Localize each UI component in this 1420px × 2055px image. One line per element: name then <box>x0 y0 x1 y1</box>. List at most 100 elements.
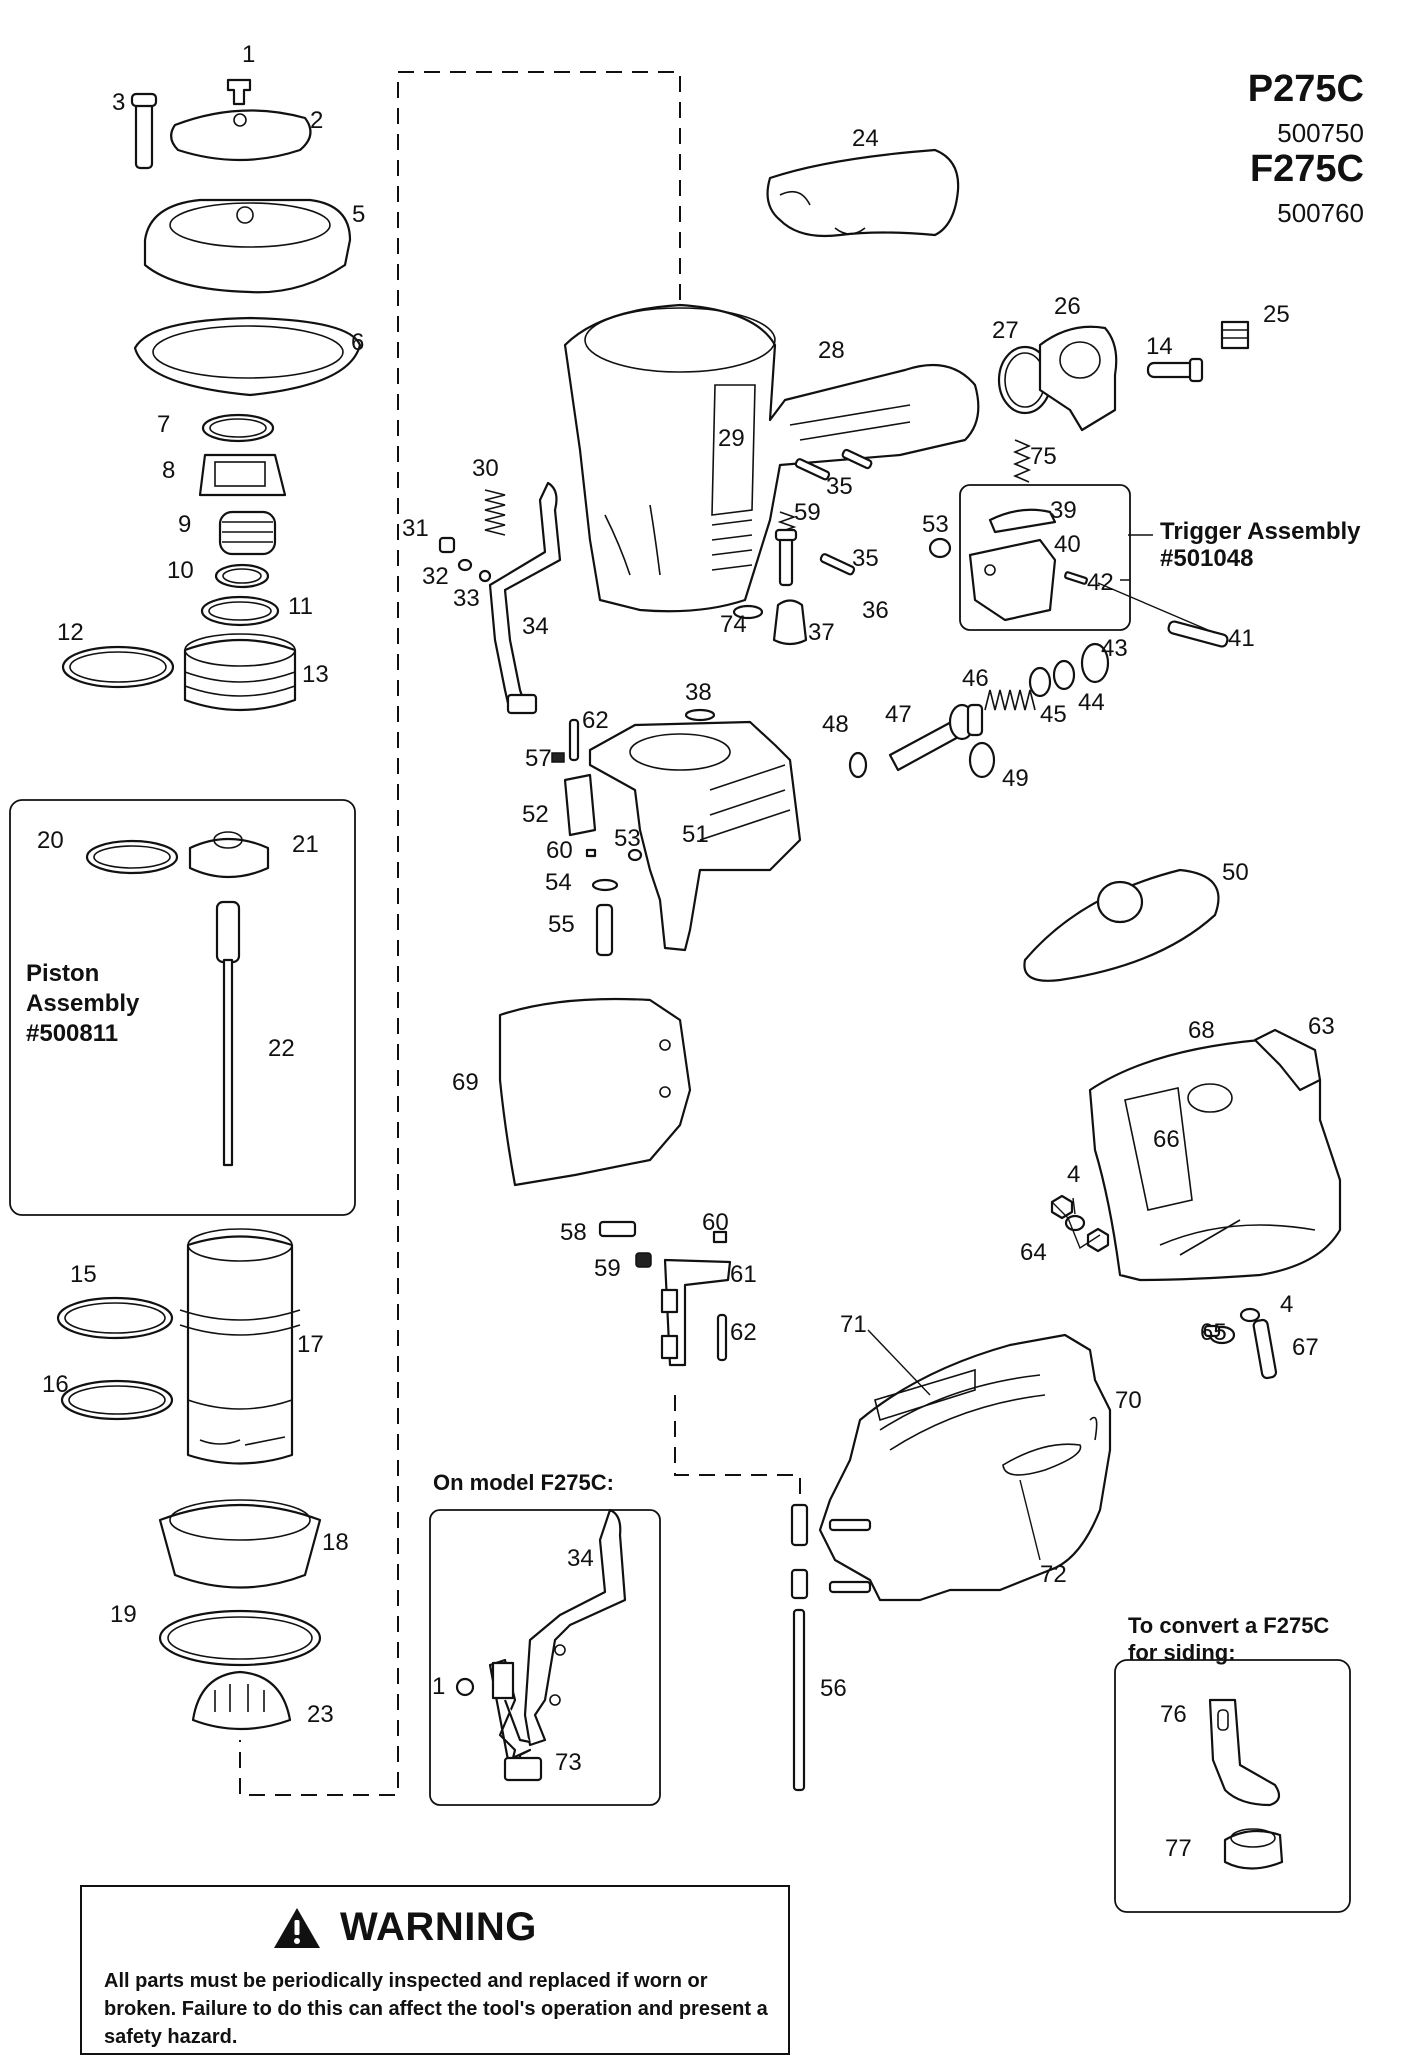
part-77-cap <box>1223 1828 1284 1870</box>
part-label: 35 <box>852 545 879 572</box>
part-2-cap <box>170 109 312 162</box>
part-56-rod <box>790 1503 872 1792</box>
part-63-66-68-canister <box>1088 1028 1342 1282</box>
part-60-nut <box>585 848 597 858</box>
part-label: 54 <box>545 869 572 896</box>
part-label: 35 <box>826 473 853 500</box>
part-label: 1 <box>242 41 256 68</box>
part-73-contact-tip <box>488 1658 543 1782</box>
part-28-29-housing <box>563 303 980 613</box>
part-42-pin <box>1064 571 1088 585</box>
warning-header: WARNING <box>272 1905 537 1950</box>
part-75-spring <box>1012 439 1032 483</box>
part-label: 69 <box>452 1069 479 1096</box>
part-62-pin-lower <box>716 1313 728 1362</box>
part-74-oring <box>732 604 764 620</box>
part-label: 31 <box>402 515 429 542</box>
part-41-pin <box>1167 620 1229 648</box>
part-label: 62 <box>582 707 609 734</box>
model-p-number: 500750 <box>1277 118 1364 148</box>
part-48-oring <box>848 751 868 779</box>
part-label: 29 <box>718 425 745 452</box>
part-label: 49 <box>1002 765 1029 792</box>
part-label: 33 <box>453 585 480 612</box>
warning-triangle-icon <box>274 1907 320 1948</box>
part-24-grip <box>766 148 960 238</box>
part-52-latch <box>563 773 597 837</box>
part-label: 72 <box>1040 1561 1067 1588</box>
trigger-assembly-number: #501048 <box>1160 545 1254 572</box>
part-8-valve <box>198 453 287 497</box>
part-36-pin <box>774 528 798 587</box>
part-76-arm <box>1208 1698 1281 1807</box>
part-label: 18 <box>322 1529 349 1556</box>
part-label: 47 <box>885 701 912 728</box>
part-label: 55 <box>548 911 575 938</box>
part-label: 34 <box>567 1545 594 1572</box>
part-label: 53 <box>614 825 641 852</box>
part-10-ring <box>214 563 270 589</box>
part-label: 26 <box>1054 293 1081 320</box>
part-62-pin <box>568 718 580 762</box>
part-label: 48 <box>822 711 849 738</box>
part-label: 64 <box>1020 1239 1047 1266</box>
part-label: 36 <box>862 597 889 624</box>
part-label: 63 <box>1308 1013 1335 1040</box>
part-70-71-72-cover <box>818 1333 1112 1602</box>
siding-conversion-box <box>1114 1659 1351 1913</box>
f275c-box <box>429 1509 661 1806</box>
part-label: 14 <box>1146 333 1173 360</box>
part-label: 73 <box>555 1749 582 1776</box>
part-label: 17 <box>297 1331 324 1358</box>
part-60-nut-lower <box>712 1230 728 1244</box>
part-69-shield <box>498 997 692 1187</box>
part-label: 70 <box>1115 1387 1142 1414</box>
part-label: 51 <box>682 821 709 848</box>
part-label: 24 <box>852 125 879 152</box>
part-label: 77 <box>1165 1835 1192 1862</box>
siding-box-title-2: for siding: <box>1128 1640 1236 1665</box>
part-53-bushing-lower <box>627 848 643 862</box>
part-16-oring <box>60 1379 174 1421</box>
part-59-spring <box>777 511 797 533</box>
part-label: 58 <box>560 1219 587 1246</box>
warning-text: All parts must be periodically inspected… <box>104 1970 768 2048</box>
part-51-nose <box>588 720 802 952</box>
part-label: 40 <box>1054 531 1081 558</box>
part-21-piston <box>188 831 270 879</box>
model-p-title: P275C <box>1247 68 1364 110</box>
part-32-washer <box>457 558 473 572</box>
part-label: 28 <box>818 337 845 364</box>
part-label: 59 <box>594 1255 621 1282</box>
part-6-gasket <box>133 316 362 397</box>
part-67-pin <box>1252 1318 1278 1380</box>
part-label: 22 <box>268 1035 295 1062</box>
part-label: 39 <box>1050 497 1077 524</box>
part-label: 23 <box>307 1701 334 1728</box>
part-label: 11 <box>288 593 313 620</box>
part-label: 67 <box>1292 1334 1319 1361</box>
part-26-endcap <box>1038 325 1118 432</box>
part-label: 12 <box>57 619 84 646</box>
part-4-washer <box>1064 1214 1261 1323</box>
part-15-oring <box>56 1296 174 1340</box>
part-label: 16 <box>42 1371 69 1398</box>
alignment-line-lower <box>674 1395 801 1525</box>
part-31-screw <box>438 536 456 554</box>
part-label: 15 <box>70 1261 97 1288</box>
part-label: 52 <box>522 801 549 828</box>
part-label: 20 <box>37 827 64 854</box>
part-label: 74 <box>720 611 747 638</box>
part-label: 4 <box>1280 1291 1294 1318</box>
model-f-title: F275C <box>1249 148 1364 190</box>
part-1-f275c-screw <box>455 1677 475 1697</box>
part-label: 1 <box>432 1673 446 1700</box>
part-9-spring <box>218 510 277 556</box>
part-58-latch <box>598 1220 637 1238</box>
part-label: 9 <box>178 511 192 538</box>
part-label: 56 <box>820 1675 847 1702</box>
part-55-bolt <box>595 903 614 957</box>
part-label: 50 <box>1222 859 1249 886</box>
part-45-washer <box>1028 666 1052 698</box>
part-label: 42 <box>1087 569 1114 596</box>
